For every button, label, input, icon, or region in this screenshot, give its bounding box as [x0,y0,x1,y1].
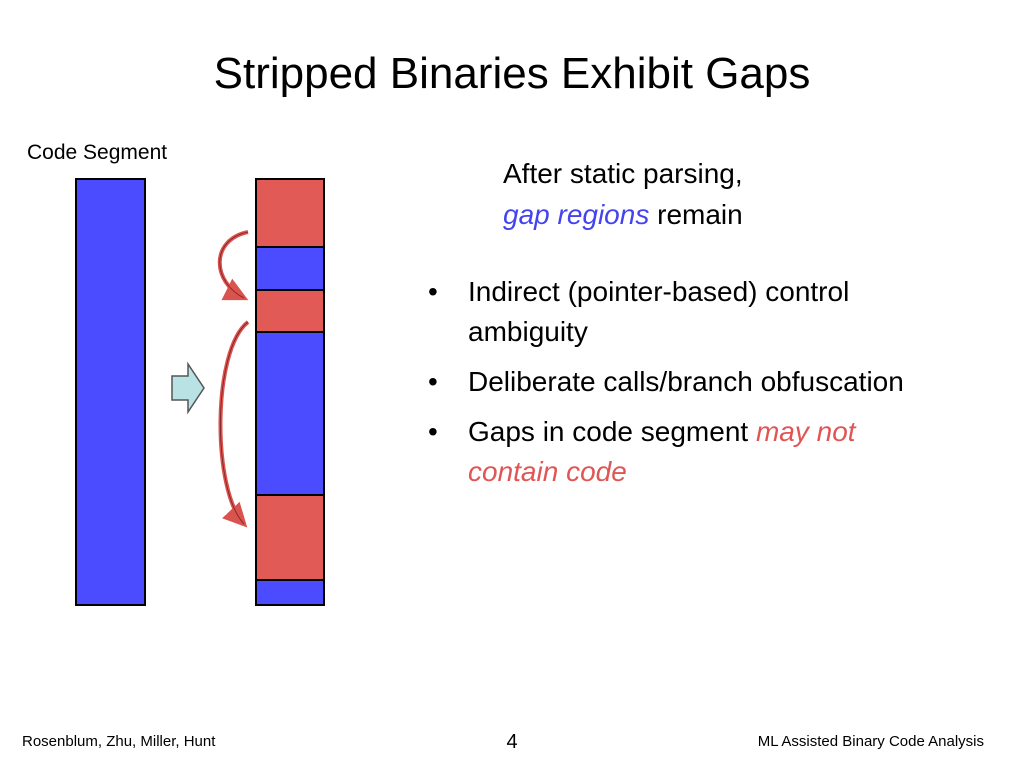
slide-title: Stripped Binaries Exhibit Gaps [213,49,811,98]
long-jump-arrow-outline [220,321,249,525]
code-region-3 [255,579,325,606]
short-jump-arrow-icon [217,230,249,301]
subtitle-line-1: After static parsing, [503,158,743,189]
bullet-text: Gaps in code segment [468,416,756,447]
bullet-list: • Indirect (pointer-based) control ambig… [420,272,940,502]
gap-region-2 [255,289,325,333]
footer-authors: Rosenblum, Zhu, Miller, Hunt [22,733,216,750]
code-segment-label: Code Segment [27,141,168,164]
long-jump-arrow-icon [218,320,250,528]
gap-region-3 [255,494,325,581]
transition-arrow-icon [171,361,205,415]
subtitle: After static parsing, gap regions remain [503,153,743,235]
full-code-segment [75,178,146,606]
bullet-dot-icon: • [428,366,438,397]
bullet-dot-icon: • [428,276,438,307]
bullet-item: • Deliberate calls/branch obfuscation [420,362,940,402]
footer-talk-title: ML Assisted Binary Code Analysis [757,733,984,750]
short-jump-arrow-outline [219,231,249,299]
gap-region-1 [255,178,325,248]
bullet-text: Deliberate calls/branch obfuscation [468,366,904,397]
subtitle-emphasis: gap regions [503,199,650,230]
subtitle-rest: remain [649,199,743,230]
footer-page-number: 4 [506,731,518,753]
bullet-dot-icon: • [428,416,438,447]
bullet-item: • Gaps in code segment may not contain c… [420,412,940,492]
code-region-2 [255,331,325,496]
bullet-item: • Indirect (pointer-based) control ambig… [420,272,940,352]
bullet-emphasis: may not contain code [468,416,856,487]
subtitle-line-2: gap regions remain [503,194,743,235]
code-region-1 [255,246,325,291]
bullet-text: Indirect (pointer-based) control ambigui… [468,276,850,347]
